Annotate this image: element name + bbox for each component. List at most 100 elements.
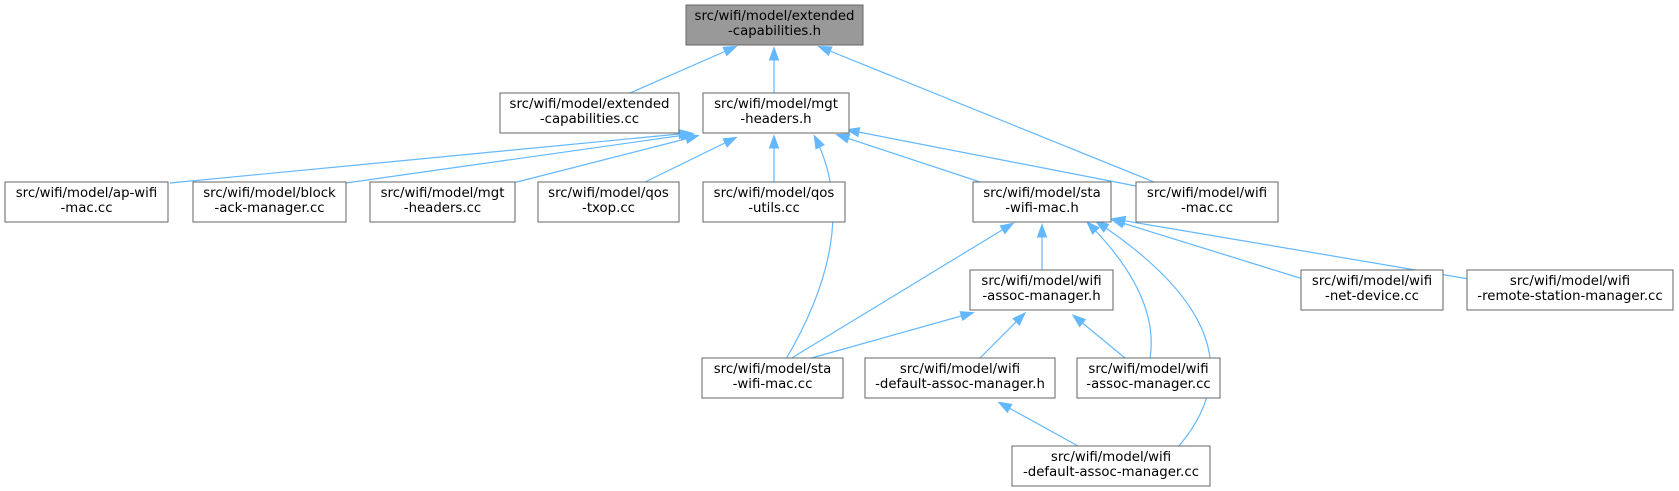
node-apwifi[interactable]: src/wifi/model/ap-wifi-mac.cc [4, 181, 169, 223]
node-defassoc_cc[interactable]: src/wifi/model/wifi-default-assoc-manage… [1011, 445, 1211, 487]
nodes-layer: src/wifi/model/extended-capabilities.hsr… [4, 4, 1674, 487]
arrowhead [768, 134, 780, 149]
edge-assoc_cc-to-sta_h [1085, 220, 1152, 360]
node-mgt_h[interactable]: src/wifi/model/mgt-headers.h [702, 92, 850, 134]
edges-layer [169, 45, 1470, 448]
edge-mgt_h-to-root [768, 46, 780, 93]
edge-assoc_h-to-sta_h [1036, 223, 1048, 270]
edge-line [785, 136, 834, 360]
edge-wifimac-to-root [817, 45, 1155, 183]
node-label-line: -assoc-manager.cc [1086, 377, 1210, 392]
node-label-line: src/wifi/model/wifi [1510, 274, 1630, 289]
node-label-line: -utils.cc [748, 201, 800, 216]
node-box [369, 181, 516, 223]
node-box [537, 181, 680, 223]
edge-qostxop-to-mgt_h [642, 136, 738, 184]
node-mgt_cc[interactable]: src/wifi/model/mgt-headers.cc [369, 181, 516, 223]
node-box [1135, 181, 1279, 223]
node-box [702, 181, 846, 223]
node-label-line: src/wifi/model/qos [548, 186, 669, 201]
arrowhead [768, 46, 780, 61]
arrowhead [999, 222, 1015, 235]
edge-remote-to-sta_h [1111, 215, 1470, 280]
edge-qosutils-to-mgt_h [768, 134, 780, 182]
node-assoc_cc[interactable]: src/wifi/model/wifi-assoc-manager.cc [1076, 357, 1221, 399]
node-ext_cc[interactable]: src/wifi/model/extended-capabilities.cc [499, 92, 680, 134]
node-label-line: -wifi-mac.cc [733, 377, 813, 392]
node-wifimac[interactable]: src/wifi/model/wifi-mac.cc [1135, 181, 1279, 223]
arrowhead [835, 133, 851, 144]
edge-block-to-mgt_h [345, 130, 695, 184]
node-box [1300, 269, 1444, 311]
arrowhead [813, 134, 825, 150]
node-label-line: src/wifi/model/mgt [714, 97, 838, 112]
edge-line [999, 402, 1079, 447]
node-label-line: src/wifi/model/extended [695, 9, 855, 24]
edge-line [847, 129, 1137, 187]
node-defassoc_h[interactable]: src/wifi/model/wifi-default-assoc-manage… [864, 357, 1056, 399]
node-label-line: -wifi-mac.h [1005, 201, 1079, 216]
node-label-line: -assoc-manager.h [982, 289, 1100, 304]
node-box [702, 92, 850, 134]
node-box [972, 181, 1112, 223]
edge-sta_cc-to-assoc_h [807, 311, 975, 360]
node-block[interactable]: src/wifi/model/block-ack-manager.cc [192, 181, 347, 223]
edge-ext_cc-to-root [629, 45, 738, 94]
edge-sta_cc-to-sta_h [789, 222, 1015, 360]
node-box [701, 357, 844, 399]
edge-line [169, 132, 691, 184]
node-qostxop[interactable]: src/wifi/model/qos-txop.cc [537, 181, 680, 223]
node-label-line: -default-assoc-manager.h [875, 377, 1045, 392]
edge-line [807, 312, 973, 360]
node-box [969, 269, 1114, 311]
node-label-line: src/wifi/model/extended [510, 97, 670, 112]
edge-defassoc_h-to-assoc_h [979, 311, 1027, 359]
edge-line [837, 134, 984, 184]
edge-apwifi-to-mgt_h [169, 128, 693, 184]
node-label-line: -default-assoc-manager.cc [1023, 465, 1199, 480]
node-sta_h[interactable]: src/wifi/model/sta-wifi-mac.h [972, 181, 1112, 223]
arrowhead [1094, 220, 1110, 233]
edge-line [1112, 219, 1304, 280]
edge-line [1096, 221, 1212, 448]
edge-line [789, 223, 1013, 360]
node-label-line: src/wifi/model/wifi [900, 362, 1020, 377]
node-label-line: src/wifi/model/sta [983, 186, 1101, 201]
node-qosutils[interactable]: src/wifi/model/qos-utils.cc [702, 181, 846, 223]
node-label-line: -capabilities.cc [540, 112, 639, 127]
arrowhead [817, 45, 833, 57]
node-box [1466, 269, 1674, 311]
node-label-line: src/wifi/model/wifi [1147, 186, 1267, 201]
node-netdev[interactable]: src/wifi/model/wifi-net-device.cc [1300, 269, 1444, 311]
edge-line [1113, 218, 1470, 280]
edge-netdev-to-sta_h [1110, 218, 1304, 280]
node-assoc_h[interactable]: src/wifi/model/wifi-assoc-manager.h [969, 269, 1114, 311]
arrowhead [1085, 220, 1100, 235]
arrowhead [1111, 215, 1127, 227]
node-box [1076, 357, 1221, 399]
node-box [1011, 445, 1211, 487]
arrowhead [722, 136, 738, 148]
node-root[interactable]: src/wifi/model/extended-capabilities.h [685, 4, 864, 46]
edge-defassoc_cc-to-defassoc_h [997, 401, 1079, 447]
node-box [192, 181, 347, 223]
node-remote[interactable]: src/wifi/model/wifi-remote-station-manag… [1466, 269, 1674, 311]
edge-sta_cc-to-mgt_h [785, 134, 834, 360]
arrowhead [722, 45, 738, 57]
node-box [4, 181, 169, 223]
node-box [685, 4, 864, 46]
arrowhead [845, 127, 861, 138]
node-label-line: -capabilities.h [728, 24, 821, 39]
arrowhead [1012, 311, 1027, 326]
node-label-line: -headers.cc [404, 201, 481, 216]
arrowhead [1071, 314, 1087, 328]
node-label-line: src/wifi/model/sta [714, 362, 832, 377]
edge-line [629, 46, 736, 94]
node-label-line: src/wifi/model/block [203, 186, 336, 201]
node-label-line: src/wifi/model/wifi [1051, 450, 1171, 465]
node-sta_cc[interactable]: src/wifi/model/sta-wifi-mac.cc [701, 357, 844, 399]
arrowhead [959, 311, 975, 322]
edge-line [1087, 222, 1152, 360]
edge-sta_h-to-mgt_h [835, 133, 984, 184]
